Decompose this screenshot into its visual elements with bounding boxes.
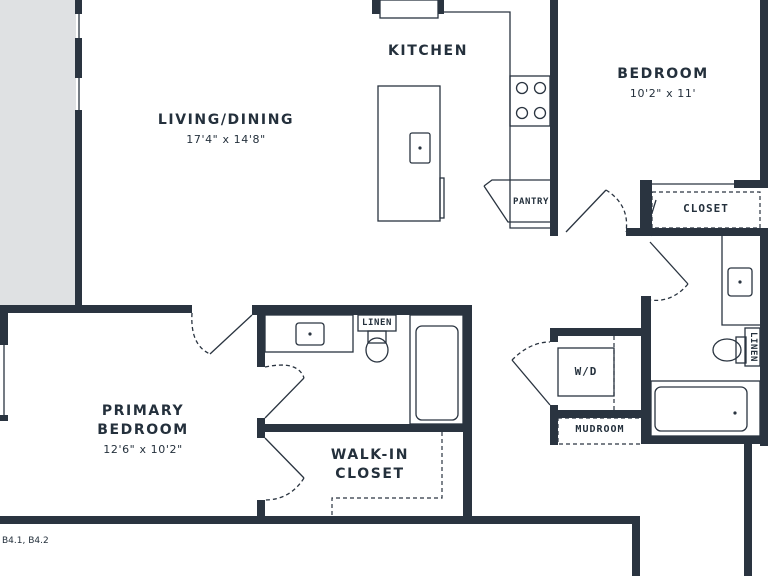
walk-in-closet-label-line2: CLOSET [335,466,405,482]
closet-label: CLOSET [683,202,729,215]
doors [191,189,689,501]
living-dining-dimensions: 17'4" x 14'8" [186,133,266,146]
washer-dryer-label: W/D [574,365,598,378]
primary-bedroom-label-line1: PRIMARY [101,403,185,419]
fixtures [3,0,761,437]
kitchen-label: KITCHEN [387,43,469,59]
walk-in-closet-label-line1: WALK-IN [330,447,410,463]
dashed-outlines [331,191,761,516]
primary-bedroom-dimensions: 12'6" x 10'2" [103,443,183,456]
sink-drains [308,146,742,415]
living-dining-label: LIVING/DINING [157,112,295,128]
linen-label-primary-bath: LINEN [361,318,393,328]
exterior-area [0,0,76,305]
primary-bedroom-label-line2: BEDROOM [97,422,189,438]
bedroom-label: BEDROOM [617,66,709,82]
bedroom-dimensions: 10'2" x 11' [629,87,697,100]
mudroom-label: MUDROOM [575,424,625,435]
plan-code: B4.1, B4.2 [2,536,49,546]
linen-label-bath: LINEN [748,331,758,363]
pantry-label: PANTRY [512,197,550,207]
